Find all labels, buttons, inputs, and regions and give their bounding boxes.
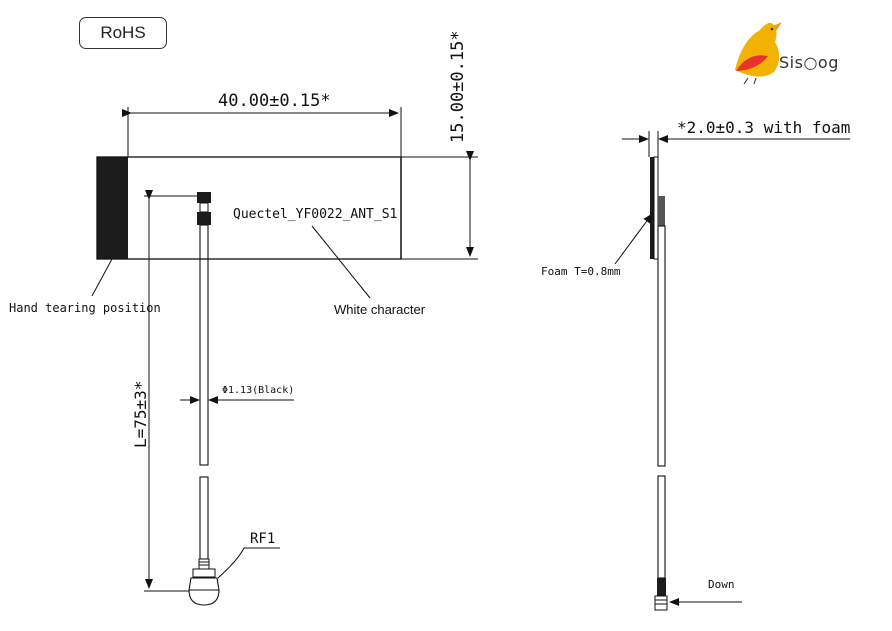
width-dim-label: 40.00±0.15* (218, 91, 331, 111)
rf1-leader (217, 547, 280, 579)
sisoog-logo (735, 22, 782, 85)
board-side (650, 157, 654, 259)
rf1-connector (188, 558, 220, 606)
thickness-label: *2.0±0.3 with foam (677, 118, 850, 137)
foam-label: Foam T=0.8mm (541, 265, 621, 278)
side-cable-upper (657, 225, 666, 467)
logo-bird-beak (773, 22, 782, 31)
rohs-badge: RoHS (79, 17, 167, 49)
side-connector (654, 578, 668, 611)
cable-upper (199, 224, 209, 466)
rf1-label: RF1 (250, 531, 275, 547)
hand-tearing-leader (91, 258, 113, 297)
white-character-label: White character (334, 302, 426, 317)
hand-tearing-label: Hand tearing position (9, 301, 161, 315)
feed-pad-bottom (197, 212, 211, 225)
foam-leader (614, 213, 653, 265)
feed-pad-mid (199, 202, 209, 213)
cable-length-label: L=75±3* (131, 381, 150, 448)
rohs-label: RoHS (100, 23, 146, 42)
foam-side (653, 156, 659, 260)
white-character-leader (311, 225, 371, 299)
side-cable-lower (657, 475, 666, 579)
down-label: Down (708, 578, 735, 591)
hand-tearing-strip (97, 157, 128, 259)
height-dim-label: 15.00±0.15* (448, 30, 468, 143)
cable-diameter-label: Φ1.13(Black) (222, 385, 294, 396)
logo-text: Sis○og (779, 53, 839, 72)
side-cable-head (658, 196, 665, 226)
logo-bird-wing (736, 55, 768, 71)
feed-pad-top (197, 192, 211, 203)
part-name-label: Quectel_YF0022_ANT_S1 (233, 207, 397, 222)
cable-lower (199, 476, 209, 560)
